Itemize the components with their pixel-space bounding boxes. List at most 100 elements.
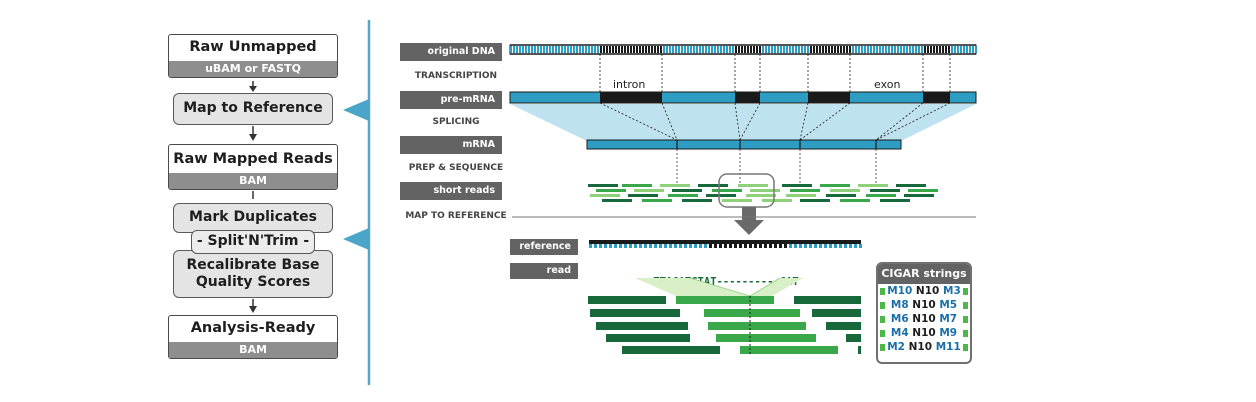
cigar-match-left: M6 [890, 313, 909, 325]
short-read [738, 184, 768, 187]
dna-base-tick [822, 46, 824, 53]
short-reads-track [588, 184, 938, 202]
reference-tick [734, 244, 737, 248]
dna-base-tick [873, 46, 875, 53]
read-seq-gap: ---------- [716, 276, 780, 288]
dna-base-tick [807, 46, 809, 53]
dna-base-tick [777, 46, 779, 53]
dna-base-tick [936, 46, 938, 53]
cigar-skip: N10 [908, 299, 940, 311]
dna-base-tick [894, 46, 896, 53]
dna-base-tick [957, 46, 959, 53]
dna-base-tick [660, 46, 662, 53]
splice-funnel [510, 104, 976, 141]
dna-base-tick [882, 46, 884, 53]
original-dna-track [509, 44, 977, 92]
mrna-label: mRNA [400, 136, 502, 154]
reference-tick [659, 244, 662, 248]
dna-base-tick [885, 46, 887, 53]
dna-base-tick [690, 46, 692, 53]
short-reads-label: short reads [400, 182, 502, 200]
dna-base-tick [633, 46, 635, 53]
dna-base-tick [966, 46, 968, 53]
reference-tick [654, 244, 657, 248]
cigar-row: M2 N10 M11 [878, 341, 970, 354]
short-read [712, 189, 742, 192]
dna-base-tick [954, 46, 956, 53]
dna-base-tick [693, 46, 695, 53]
dna-base-tick [900, 46, 902, 53]
dna-base-tick [945, 46, 947, 53]
reads-highlight-box [718, 173, 775, 208]
dna-base-tick [825, 46, 827, 53]
splice-guide [799, 102, 851, 141]
read-label: read [510, 263, 578, 279]
reference-tick [704, 244, 707, 248]
dna-base-tick [669, 46, 671, 53]
reference-tick [724, 244, 727, 248]
dna-base-tick [786, 46, 788, 53]
reference-label: reference [510, 239, 578, 255]
reference-tick [794, 244, 797, 248]
raw-mapped-reads-title: Raw Mapped Reads [173, 151, 333, 167]
reference-tick [619, 244, 622, 248]
dna-base-tick [522, 46, 524, 53]
dna-base-tick [750, 46, 752, 53]
splicing-step: SPLICING [432, 117, 480, 127]
exon-label: exon [874, 78, 901, 91]
reference-tick [739, 244, 742, 248]
short-read [722, 199, 752, 202]
dna-base-tick [903, 46, 905, 53]
split-n-trim-box: - Split'N'Trim - [191, 230, 315, 254]
cigar-row: M4 N10 M9 [878, 327, 970, 340]
dna-base-tick [816, 46, 818, 53]
reference-tick [819, 244, 822, 248]
aligned-read [606, 334, 690, 342]
dna-base-tick [540, 46, 542, 53]
short-read [830, 189, 860, 192]
reference-tick [814, 244, 817, 248]
short-read [622, 184, 652, 187]
dna-base-tick [831, 46, 833, 53]
cigar-match-left: M8 [890, 299, 909, 311]
dna-base-tick [972, 46, 974, 53]
dna-base-tick [576, 46, 578, 53]
reference-tick [839, 244, 842, 248]
dna-base-tick [855, 46, 857, 53]
dna-base-tick [792, 46, 794, 53]
short-read [602, 199, 632, 202]
reference-tick [749, 244, 752, 248]
dna-base-tick [684, 46, 686, 53]
reference-tick [729, 244, 732, 248]
arrow-4-head [249, 306, 257, 313]
dna-base-tick [870, 46, 872, 53]
short-read [840, 199, 870, 202]
reference-tick [719, 244, 722, 248]
reference-track [589, 240, 862, 248]
dna-base-tick [672, 46, 674, 53]
dna-base-tick [528, 46, 530, 53]
aligned-read [826, 322, 861, 330]
short-read [634, 189, 664, 192]
dna-base-tick [771, 46, 773, 53]
short-read [698, 184, 728, 187]
reference-tick [589, 244, 592, 248]
dna-base-tick [915, 46, 917, 53]
dna-base-tick [717, 46, 719, 53]
dna-base-tick [639, 46, 641, 53]
dna-base-tick [864, 46, 866, 53]
dna-base-tick [861, 46, 863, 53]
read-seq-left: TTAGATGTAT [653, 276, 717, 288]
dna-base-tick [819, 46, 821, 53]
dna-base-tick [897, 46, 899, 53]
aligned-read [622, 346, 720, 354]
raw-mapped-reads-format: BAM [169, 173, 337, 189]
cigar-match-right: M5 [939, 299, 958, 311]
dna-base-tick [582, 46, 584, 53]
dna-base-tick [783, 46, 785, 53]
dna-base-tick [714, 46, 716, 53]
reference-tick [599, 244, 602, 248]
dna-base-tick [963, 46, 965, 53]
